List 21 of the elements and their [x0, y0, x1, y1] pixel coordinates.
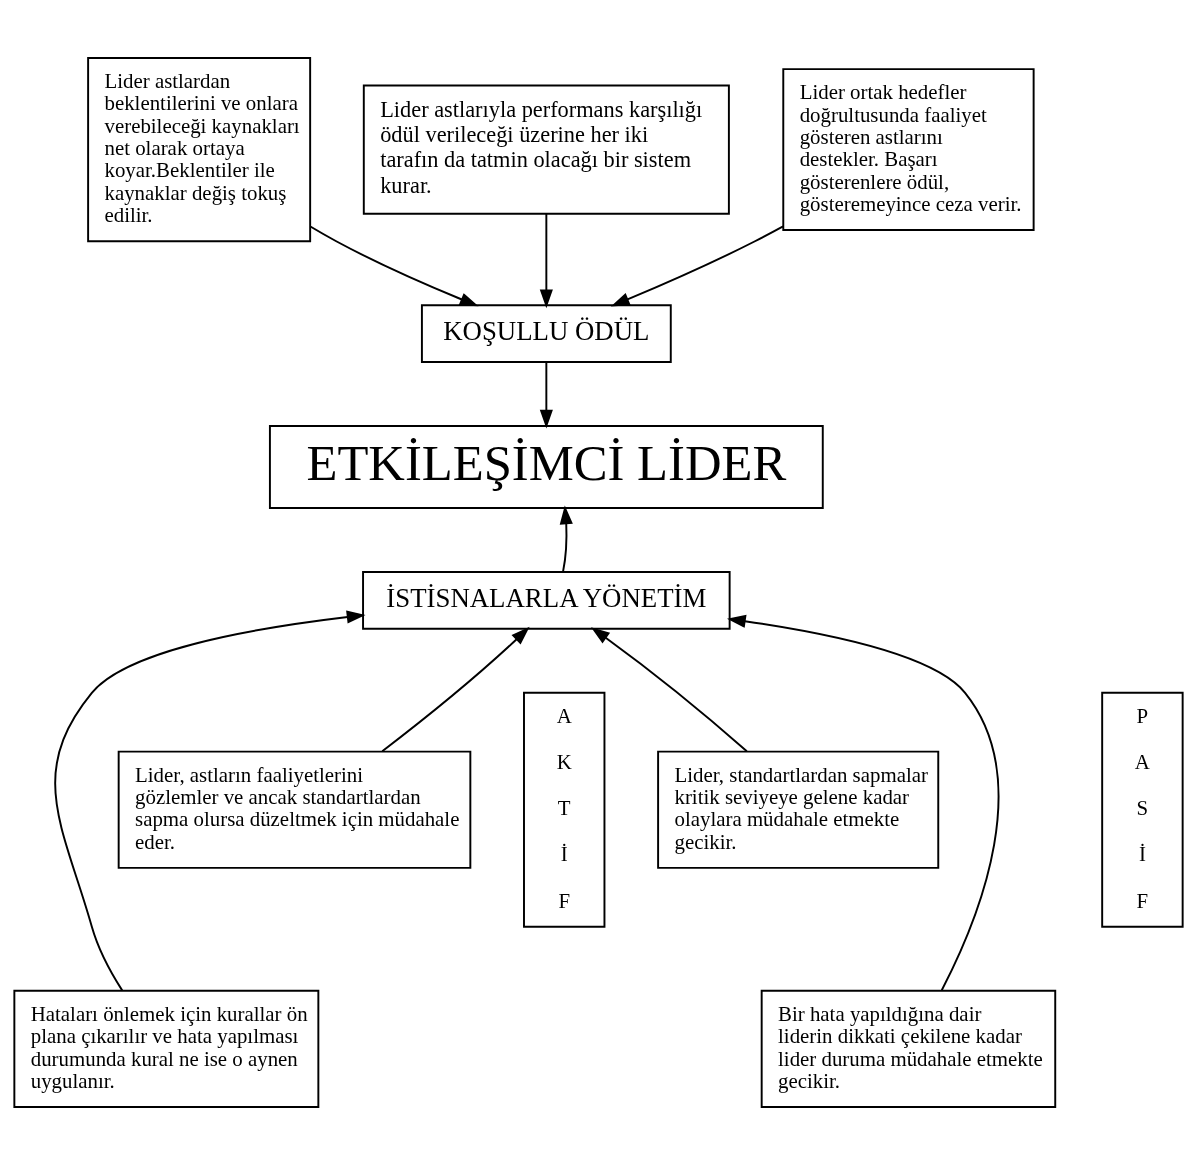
- node-box: ETKİLEŞİMCİ LİDER: [268, 424, 824, 509]
- node-box: Lider ortak hedefler doğrultusunda faaliyet gösteren astlarını destekler. Başarı gösterenlere ödül, gösteremeyince ceza verir.: [782, 67, 1035, 231]
- arrow: [727, 614, 1000, 991]
- arrow: [610, 224, 785, 306]
- node-box: A K T İ F: [523, 691, 606, 928]
- node-box: İSTİSNALARLA YÖNETİM: [362, 570, 731, 630]
- arrow: [381, 626, 530, 752]
- arrow: [559, 504, 573, 573]
- node-box: P A S İ F: [1101, 691, 1184, 928]
- node-box: Lider, astların faaliyetlerini gözlemler ve ancak standartlardan sapma olursa düzeltmek için müdahale eder.: [117, 750, 472, 869]
- arrow: [539, 212, 553, 308]
- node-box: Bir hata yapıldığına dair liderin dikkati çekilene kadar lider duruma müdahale etmekte gecikir.: [760, 989, 1057, 1108]
- arrow: [539, 360, 553, 429]
- node-box: Lider astlardan beklentilerini ve onlara verebileceği kaynakları net olarak ortaya koyar.Beklentiler ile kaynaklar değiş tokuş edilir.: [87, 56, 312, 242]
- node-box: Lider, standartlardan sapmalar kritik seviyeye gelene kadar olaylara müdahale etmekte gecikir.: [657, 750, 940, 869]
- node-box: Hataları önlemek için kurallar ön plana çıkarılır ve hata yapılması durumunda kural ne ise o aynen uygulanır.: [13, 989, 320, 1108]
- node-box: Lider astlarıyla performans karşılığı ödül verileceği üzerine her iki tarafın da tatmin olacağı bir sistem kurar.: [362, 84, 730, 215]
- node-box: KOŞULLU ÖDÜL: [420, 303, 672, 363]
- arrow: [54, 610, 366, 991]
- arrow: [591, 626, 748, 752]
- arrow: [309, 225, 479, 306]
